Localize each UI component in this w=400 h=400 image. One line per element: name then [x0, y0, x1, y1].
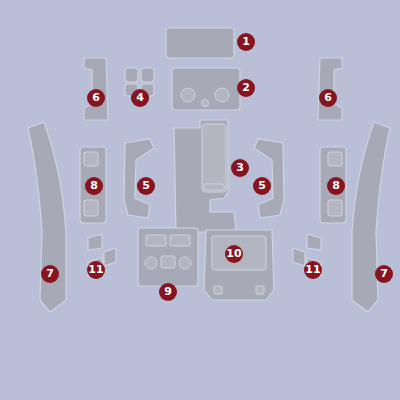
- window-switch: [80, 147, 106, 223]
- window-switch: [320, 147, 346, 223]
- callout-number: 9: [159, 283, 177, 301]
- callout-number: 7: [41, 265, 59, 283]
- callout-number: 4: [131, 89, 149, 107]
- callout-number: 3: [231, 159, 249, 177]
- door-trim: [318, 58, 342, 120]
- console-panel: [174, 120, 236, 232]
- center-panel: [172, 68, 240, 110]
- callout-number: 7: [375, 265, 393, 283]
- dash-panel: [166, 28, 234, 58]
- callout-number: 11: [304, 261, 322, 279]
- door-trim: [84, 58, 108, 120]
- pillar-strip: [352, 122, 390, 312]
- callout-number: 2: [237, 79, 255, 97]
- climate-panel: [138, 228, 198, 286]
- console-side: [254, 139, 284, 218]
- callout-number: 5: [253, 177, 271, 195]
- callout-number: 1: [237, 33, 255, 51]
- screen-panel: [204, 230, 274, 300]
- console-side: [124, 139, 154, 218]
- callout-number: 6: [319, 89, 337, 107]
- callout-number: 8: [327, 177, 345, 195]
- callout-number: 6: [87, 89, 105, 107]
- callout-number: 10: [225, 245, 243, 263]
- callout-number: 5: [137, 177, 155, 195]
- pillar-strip: [28, 122, 66, 312]
- callout-number: 8: [85, 177, 103, 195]
- callout-number: 11: [87, 261, 105, 279]
